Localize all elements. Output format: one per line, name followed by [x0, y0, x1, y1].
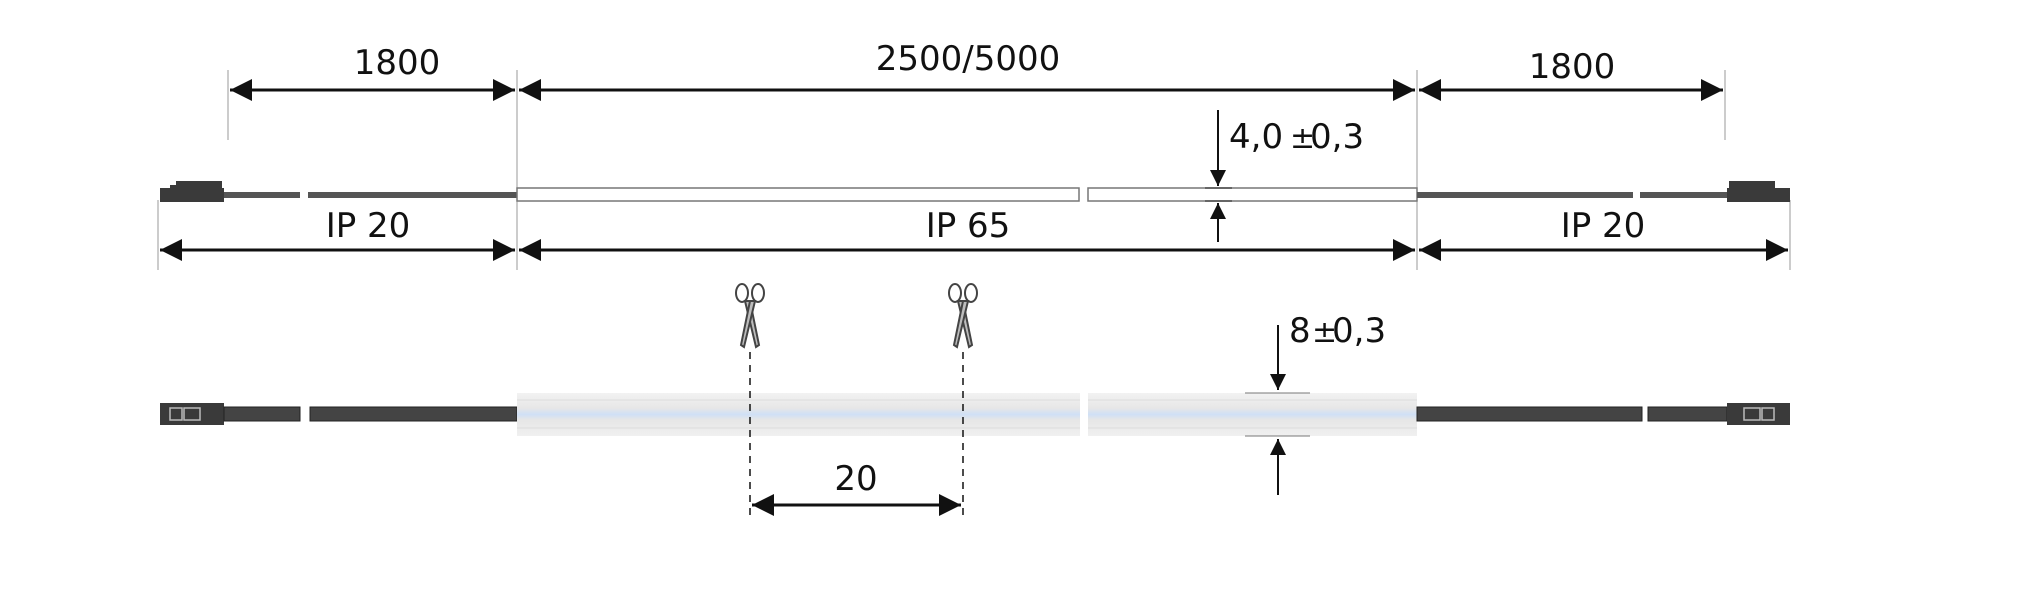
- strip-body-top-a: [516, 187, 1080, 202]
- strip-body-top-b: [1087, 187, 1418, 202]
- strip-top-view: [160, 181, 1790, 202]
- dimension-cut-interval: 20: [752, 459, 961, 516]
- dimension-ip-middle: IP 65: [519, 206, 1415, 261]
- right-connector-side: [1727, 403, 1790, 425]
- right-lead-label: 1800: [1529, 47, 1616, 87]
- dimension-left-lead: 1800: [230, 43, 515, 101]
- ip-left-label: IP 20: [326, 206, 411, 246]
- scissors-icon: [948, 283, 978, 349]
- left-lead-label: 1800: [354, 43, 441, 83]
- left-cable-top: [224, 192, 300, 198]
- width-plus-minus: ±: [1312, 315, 1337, 350]
- left-cable-side: [223, 406, 301, 422]
- dimension-ip-right: IP 20: [1419, 206, 1788, 261]
- ip-right-label: IP 20: [1561, 206, 1646, 246]
- left-cable-side-2: [309, 406, 518, 422]
- scissors-icon: [735, 283, 765, 349]
- right-cable-top: [1417, 192, 1633, 198]
- thickness-value-label: 4,0: [1229, 117, 1283, 157]
- strip-body-side-a: [517, 393, 1080, 436]
- right-cable-side: [1416, 406, 1643, 422]
- cut-mark-2: [948, 283, 978, 520]
- right-cable-side-2: [1647, 406, 1728, 422]
- dimension-ip-left: IP 20: [160, 206, 515, 261]
- left-connector-top: [160, 181, 224, 202]
- cut-mark-1: [735, 283, 765, 520]
- strip-length-label: 2500/5000: [876, 39, 1061, 79]
- dimension-right-lead: 1800: [1419, 47, 1723, 101]
- width-value-label: 8: [1289, 311, 1311, 351]
- right-cable-top-2: [1640, 192, 1727, 198]
- width-tolerance-label: 0,3: [1332, 311, 1386, 351]
- dimension-strip-length: 2500/5000: [519, 39, 1415, 101]
- dimension-width: 8 ± 0,3: [1245, 311, 1386, 495]
- right-connector-top: [1727, 181, 1790, 202]
- extension-lines: [157, 70, 1791, 270]
- left-connector-side: [160, 403, 224, 425]
- left-cable-top-2: [308, 192, 517, 198]
- thickness-tolerance-label: 0,3: [1310, 117, 1364, 157]
- dimension-thickness: 4,0 ± 0,3: [1205, 110, 1364, 242]
- thickness-plus-minus: ±: [1290, 121, 1315, 156]
- cut-interval-label: 20: [834, 459, 877, 499]
- strip-side-view: [160, 393, 1790, 436]
- strip-body-side-b: [1088, 393, 1417, 436]
- ip-middle-label: IP 65: [926, 206, 1011, 246]
